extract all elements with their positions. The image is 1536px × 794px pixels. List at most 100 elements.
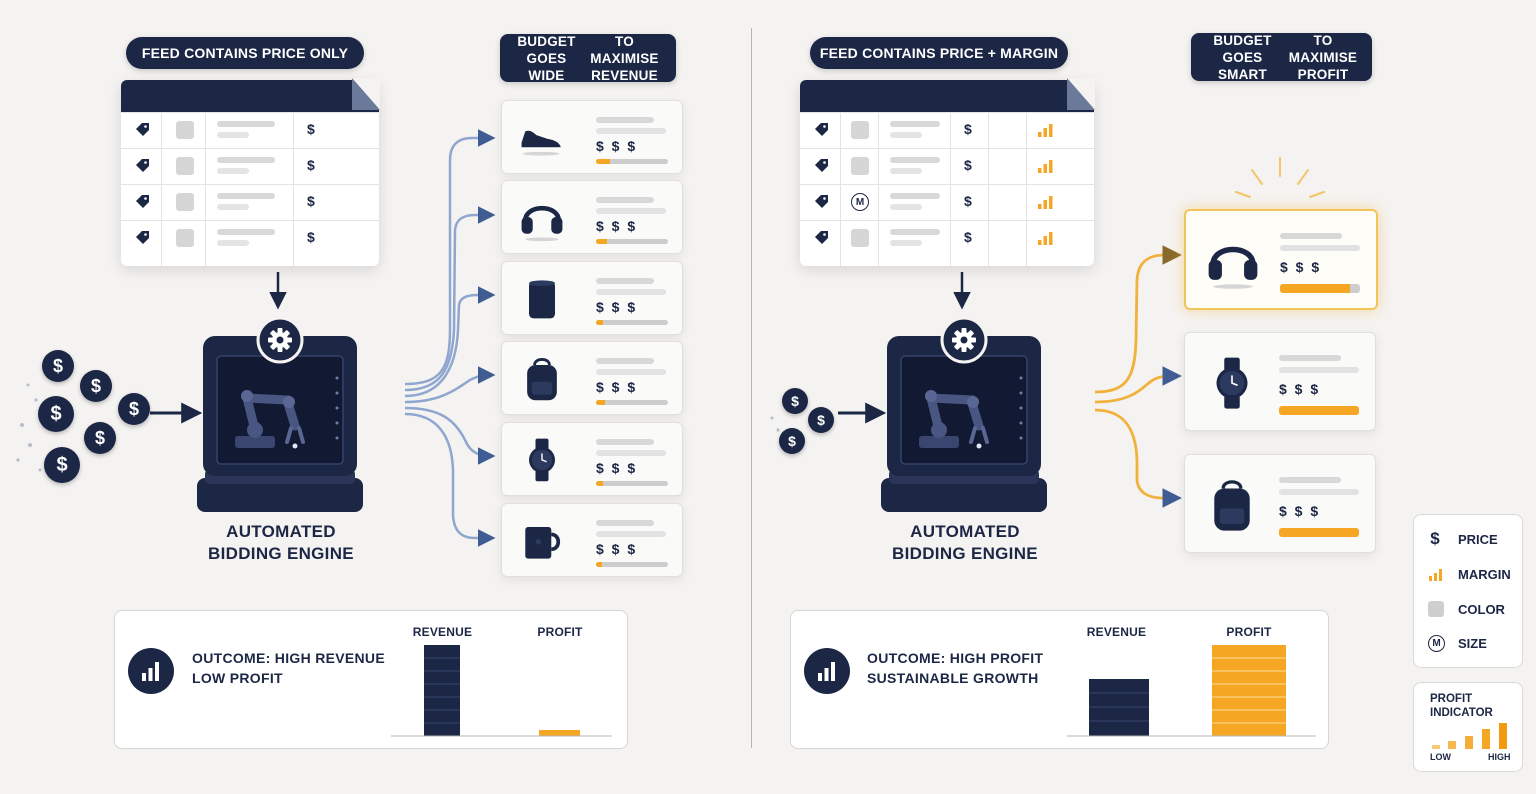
feed-price-only-label: FEED CONTAINS PRICE ONLY <box>126 37 364 69</box>
placeholder-line <box>1279 355 1341 361</box>
dollar-coin-icon: $ <box>38 396 74 432</box>
engine-label-left: AUTOMATED BIDDING ENGINE <box>181 521 381 565</box>
engine-label-left-line2: BIDDING ENGINE <box>208 544 354 563</box>
margin-bars-icon <box>1038 160 1053 173</box>
highlight-sparkle <box>1235 157 1325 198</box>
color-swatch-icon <box>851 121 869 139</box>
column-divider <box>988 112 989 266</box>
placeholder-line <box>217 193 275 199</box>
size-m-icon: M <box>1428 634 1445 652</box>
table-row: $ <box>121 148 379 184</box>
profit-bar-left <box>539 730 580 736</box>
margin-bars-icon <box>1038 196 1053 209</box>
revenue-label-left: REVENUE <box>412 625 473 639</box>
color-swatch-icon <box>176 193 194 211</box>
engine-label-right: AUTOMATED BIDDING ENGINE <box>865 521 1065 565</box>
placeholder-line <box>890 229 940 235</box>
placeholder-line <box>596 208 666 214</box>
margin-bars-icon <box>1038 124 1053 137</box>
placeholder-line <box>596 117 654 123</box>
column-divider <box>878 112 879 266</box>
color-swatch-icon <box>851 157 869 175</box>
placeholder-line <box>217 240 249 246</box>
legend-label-price: PRICE <box>1458 531 1498 547</box>
doc-fold-right <box>1067 78 1095 110</box>
profit-indicator-bars <box>1432 723 1507 749</box>
flow-branches-left <box>404 129 496 547</box>
chart-icon <box>128 648 174 694</box>
engine-beams-left <box>355 382 410 418</box>
table-row: M$ <box>800 184 1094 220</box>
color-swatch-icon <box>176 157 194 175</box>
profit-bar <box>1280 284 1360 293</box>
price-value: $ <box>964 157 972 173</box>
dollar-coin-icon: $ <box>44 447 80 483</box>
profit-bar-right <box>1212 645 1286 736</box>
dollar-coin-icon: $ <box>779 428 805 454</box>
product-card: $ $ $ <box>501 341 683 415</box>
outcome-left-line1: OUTCOME: HIGH REVENUE <box>192 650 385 666</box>
price-value: $ <box>307 157 315 173</box>
revenue-bar-left <box>424 645 460 736</box>
color-swatch-icon <box>176 229 194 247</box>
outcome-bars-left <box>391 645 612 737</box>
outcome-panel-left: OUTCOME: HIGH REVENUE LOW PROFIT REVENUE… <box>114 610 628 749</box>
product-card: $ $ $ <box>1184 454 1376 553</box>
placeholder-line <box>596 358 654 364</box>
panel-divider <box>751 28 752 748</box>
budget-wide-line1: BUDGET GOES WIDE <box>517 33 576 83</box>
profit-indicator-low: LOW <box>1430 752 1451 762</box>
column-divider <box>840 112 841 266</box>
tag-icon <box>136 195 149 208</box>
outcome-right-line2: SUSTAINABLE GROWTH <box>867 670 1039 686</box>
price-level: $ $ $ <box>1280 259 1322 275</box>
watch-icon <box>516 433 568 490</box>
profit-bar <box>596 481 668 486</box>
outcome-left-line2: LOW PROFIT <box>192 670 283 686</box>
outcome-panel-right: OUTCOME: HIGH PROFIT SUSTAINABLE GROWTH … <box>790 610 1329 749</box>
placeholder-line <box>596 369 666 375</box>
bidding-engine-right <box>881 318 1047 512</box>
table-row: $ <box>121 220 379 256</box>
chart-icon <box>804 648 850 694</box>
profit-indicator-title: PROFIT INDICATOR <box>1430 692 1493 720</box>
table-row: $ <box>800 112 1094 148</box>
tag-icon <box>136 231 149 244</box>
legend-item-size: M SIZE <box>1428 633 1487 653</box>
dollar-coin-icon: $ <box>84 422 116 454</box>
table-row: $ <box>800 220 1094 256</box>
placeholder-line <box>1279 489 1359 495</box>
price-value: $ <box>307 121 315 137</box>
tag-icon <box>815 159 828 172</box>
product-card: $ $ $ <box>501 180 683 254</box>
placeholder-line <box>596 520 654 526</box>
placeholder-line <box>596 289 666 295</box>
headphones-icon <box>1202 229 1264 296</box>
price-value: $ <box>964 193 972 209</box>
backpack-icon <box>516 352 568 409</box>
outcome-text-left: OUTCOME: HIGH REVENUE LOW PROFIT <box>192 648 385 688</box>
price-level: $ $ $ <box>596 138 638 154</box>
table-row: $ <box>121 112 379 148</box>
dollar-coin-icon: $ <box>782 388 808 414</box>
engine-beams-right <box>1040 388 1100 416</box>
profit-bar <box>1279 406 1359 415</box>
budget-wide-line2: TO MAXIMISE REVENUE <box>590 33 659 83</box>
size-m-icon: M <box>851 193 869 211</box>
table-header <box>800 80 1094 112</box>
watch-icon <box>1201 351 1263 418</box>
placeholder-line <box>596 128 666 134</box>
tag-icon <box>815 123 828 136</box>
budget-smart-line2: TO MAXIMISE PROFIT <box>1288 32 1358 82</box>
outcome-right-line1: OUTCOME: HIGH PROFIT <box>867 650 1044 666</box>
profit-bar <box>1279 528 1359 537</box>
mug-icon <box>516 514 568 571</box>
legend-panel: $ PRICE MARGIN COLOR M SIZE <box>1413 514 1523 668</box>
legend-item-price: $ PRICE <box>1428 529 1497 549</box>
legend-label-size: SIZE <box>1458 635 1487 651</box>
margin-bars-icon <box>1429 569 1442 581</box>
dollar-coin-icon: $ <box>808 407 834 433</box>
tag-icon <box>136 123 149 136</box>
profit-indicator-high: HIGH <box>1488 752 1511 762</box>
